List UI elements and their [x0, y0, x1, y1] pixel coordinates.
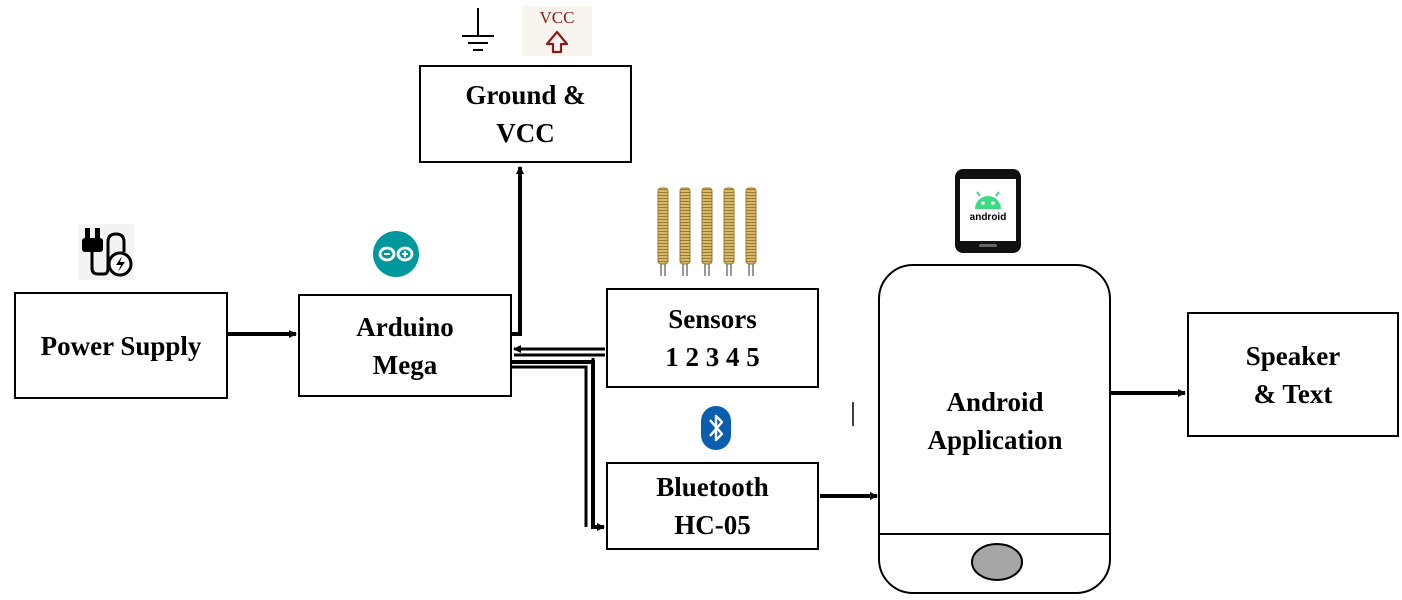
wire-arduino-to-ground-vcc [512, 166, 524, 336]
power-supply-label: Power Supply [40, 330, 202, 361]
ground-vcc-line-2: VCC [496, 118, 555, 148]
wire-arduino-to-bluetooth [512, 360, 605, 531]
android-icon-label: android [969, 212, 1007, 223]
bluetooth-icon [701, 406, 731, 450]
arduino-logo-icon [373, 231, 419, 277]
speaker-line-1: Speaker [1245, 340, 1341, 371]
vcc-label: VCC [539, 8, 575, 27]
vcc-symbol-icon: VCC [522, 6, 592, 56]
phone-home-button [971, 543, 1023, 581]
arduino-line-1: Arduino [356, 311, 454, 342]
block-bluetooth-hc05: Bluetooth HC-05 [606, 462, 819, 550]
sensors-line-1: Sensors [668, 304, 757, 334]
android-app-line-1: Android [946, 387, 1044, 417]
flex-sensors-icon [657, 187, 757, 276]
ground-vcc-line-1: Ground & [465, 80, 586, 110]
block-sensors: Sensors 1 2 3 4 5 [606, 288, 819, 388]
ground-symbol-icon [462, 8, 494, 51]
wire-arduino-to-bluetooth-b [512, 365, 588, 527]
android-app-line-2: Application [927, 425, 1063, 455]
bluetooth-line-1: Bluetooth [656, 472, 769, 502]
phone-outline [878, 264, 1111, 594]
power-plug-icon [78, 224, 134, 280]
block-android-application: Android Application [890, 380, 1100, 462]
bluetooth-line-2: HC-05 [674, 510, 751, 540]
android-phone-icon: android [955, 169, 1021, 253]
block-ground-vcc: Ground & VCC [419, 65, 632, 163]
arduino-line-2: Mega [372, 349, 438, 380]
block-speaker-text: Speaker & Text [1187, 312, 1399, 437]
block-power-supply: Power Supply [14, 292, 228, 399]
speaker-line-2: & Text [1253, 378, 1333, 409]
sensors-line-2: 1 2 3 4 5 [665, 342, 760, 372]
block-arduino-mega: Arduino Mega [298, 294, 512, 397]
